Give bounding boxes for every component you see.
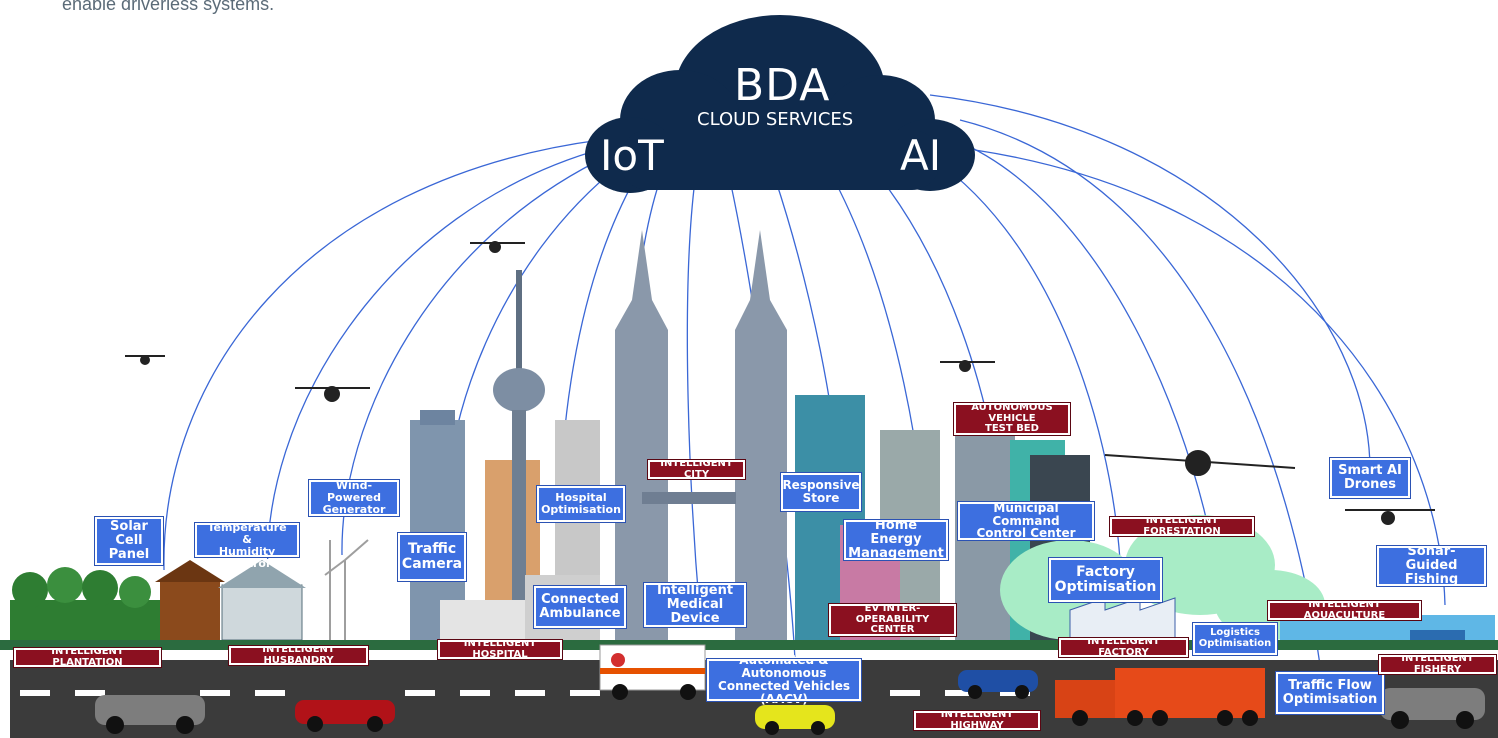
label-intelligent-highway: INTELLIGENT HIGHWAY (913, 709, 1041, 731)
label-intelligent-hospital: INTELLIGENT HOSPITAL (437, 638, 563, 660)
road-markings (20, 690, 1030, 696)
minivan-right (1380, 688, 1485, 729)
label-intelligent-aquaculture: INTELLIGENT AQUACULTURE (1267, 599, 1422, 621)
ambulance (599, 644, 706, 700)
cloud-ai-label: AI (900, 131, 942, 180)
blue-car (958, 670, 1038, 699)
cloud-title: BDA (734, 60, 831, 111)
yellow-car (755, 705, 835, 735)
greenhouse (218, 560, 306, 641)
boat (1410, 630, 1465, 640)
intro-text: enable driverless systems. (62, 0, 275, 14)
link-sonar (974, 149, 1446, 606)
label-ev-interoperability: EV INTER-OPERABILITY CENTER (828, 603, 957, 637)
label-responsive-store: Responsive Store (780, 472, 862, 512)
cloud-subtitle: CLOUD SERVICES (697, 109, 854, 130)
cloud-shape (585, 15, 975, 193)
link-factory (919, 149, 1121, 561)
ground-strip (0, 640, 1498, 650)
red-car (295, 700, 395, 732)
label-intelligent-factory: INTELLIGENT FACTORY (1058, 636, 1189, 658)
barn (155, 560, 225, 640)
label-sonar-fishing: Sonar-Guided Fishing (1376, 544, 1487, 587)
label-intelligent-forestation: INTELLIGENT FORESTATION (1109, 515, 1255, 537)
label-intelligent-fishery: INTELLIGENT FISHERY (1378, 653, 1497, 675)
minivan-left (95, 695, 205, 734)
label-logistics-optimisation: Logistics Optimisation (1192, 622, 1278, 656)
label-hospital-optimisation: Hospital Optimisation (536, 485, 626, 523)
label-connected-ambulance: Connected Ambulance (533, 585, 627, 629)
label-factory-optimisation: Factory Optimisation (1048, 557, 1163, 603)
label-traffic-camera: Traffic Camera (397, 532, 467, 582)
label-municipal-command: Municipal Command Control Center (957, 501, 1095, 541)
label-smart-ai-drones: Smart AI Drones (1329, 457, 1411, 499)
wind-turbines (324, 539, 369, 640)
label-traffic-flow: Traffic Flow Optimisation (1275, 671, 1385, 715)
label-wind-generator: Wind-Powered Generator (308, 479, 400, 517)
label-air-temperature: Air-Temperature & Humidity Control (194, 510, 300, 569)
label-av-test-bed: AUTONOMOUS VEHICLE TEST BED (953, 402, 1071, 436)
label-medical-device: Intelligent Medical Device (643, 582, 747, 628)
label-solar-cell-panel: Solar Cell Panel (94, 516, 164, 566)
factory-building (1069, 597, 1176, 641)
label-intelligent-plantation: INTELLIGENT PLANTATION (13, 646, 162, 668)
cloud-iot-label: IoT (600, 131, 664, 180)
label-aacv: Automated & Autonomous Connected Vehicle… (706, 654, 862, 705)
label-home-energy: Home Energy Management (843, 518, 949, 561)
link-solar (163, 139, 601, 571)
link-flow (959, 119, 1321, 666)
link-drones (929, 94, 1371, 471)
truck (1055, 668, 1265, 726)
link-medical (686, 179, 701, 616)
drone-icon (125, 241, 1435, 525)
label-intelligent-husbandry: INTELLIGENT HUSBANDRY (228, 644, 369, 666)
label-intelligent-city: INTELLIGENT CITY (647, 458, 746, 480)
link-air (266, 147, 606, 576)
plantation-trees (10, 567, 160, 642)
